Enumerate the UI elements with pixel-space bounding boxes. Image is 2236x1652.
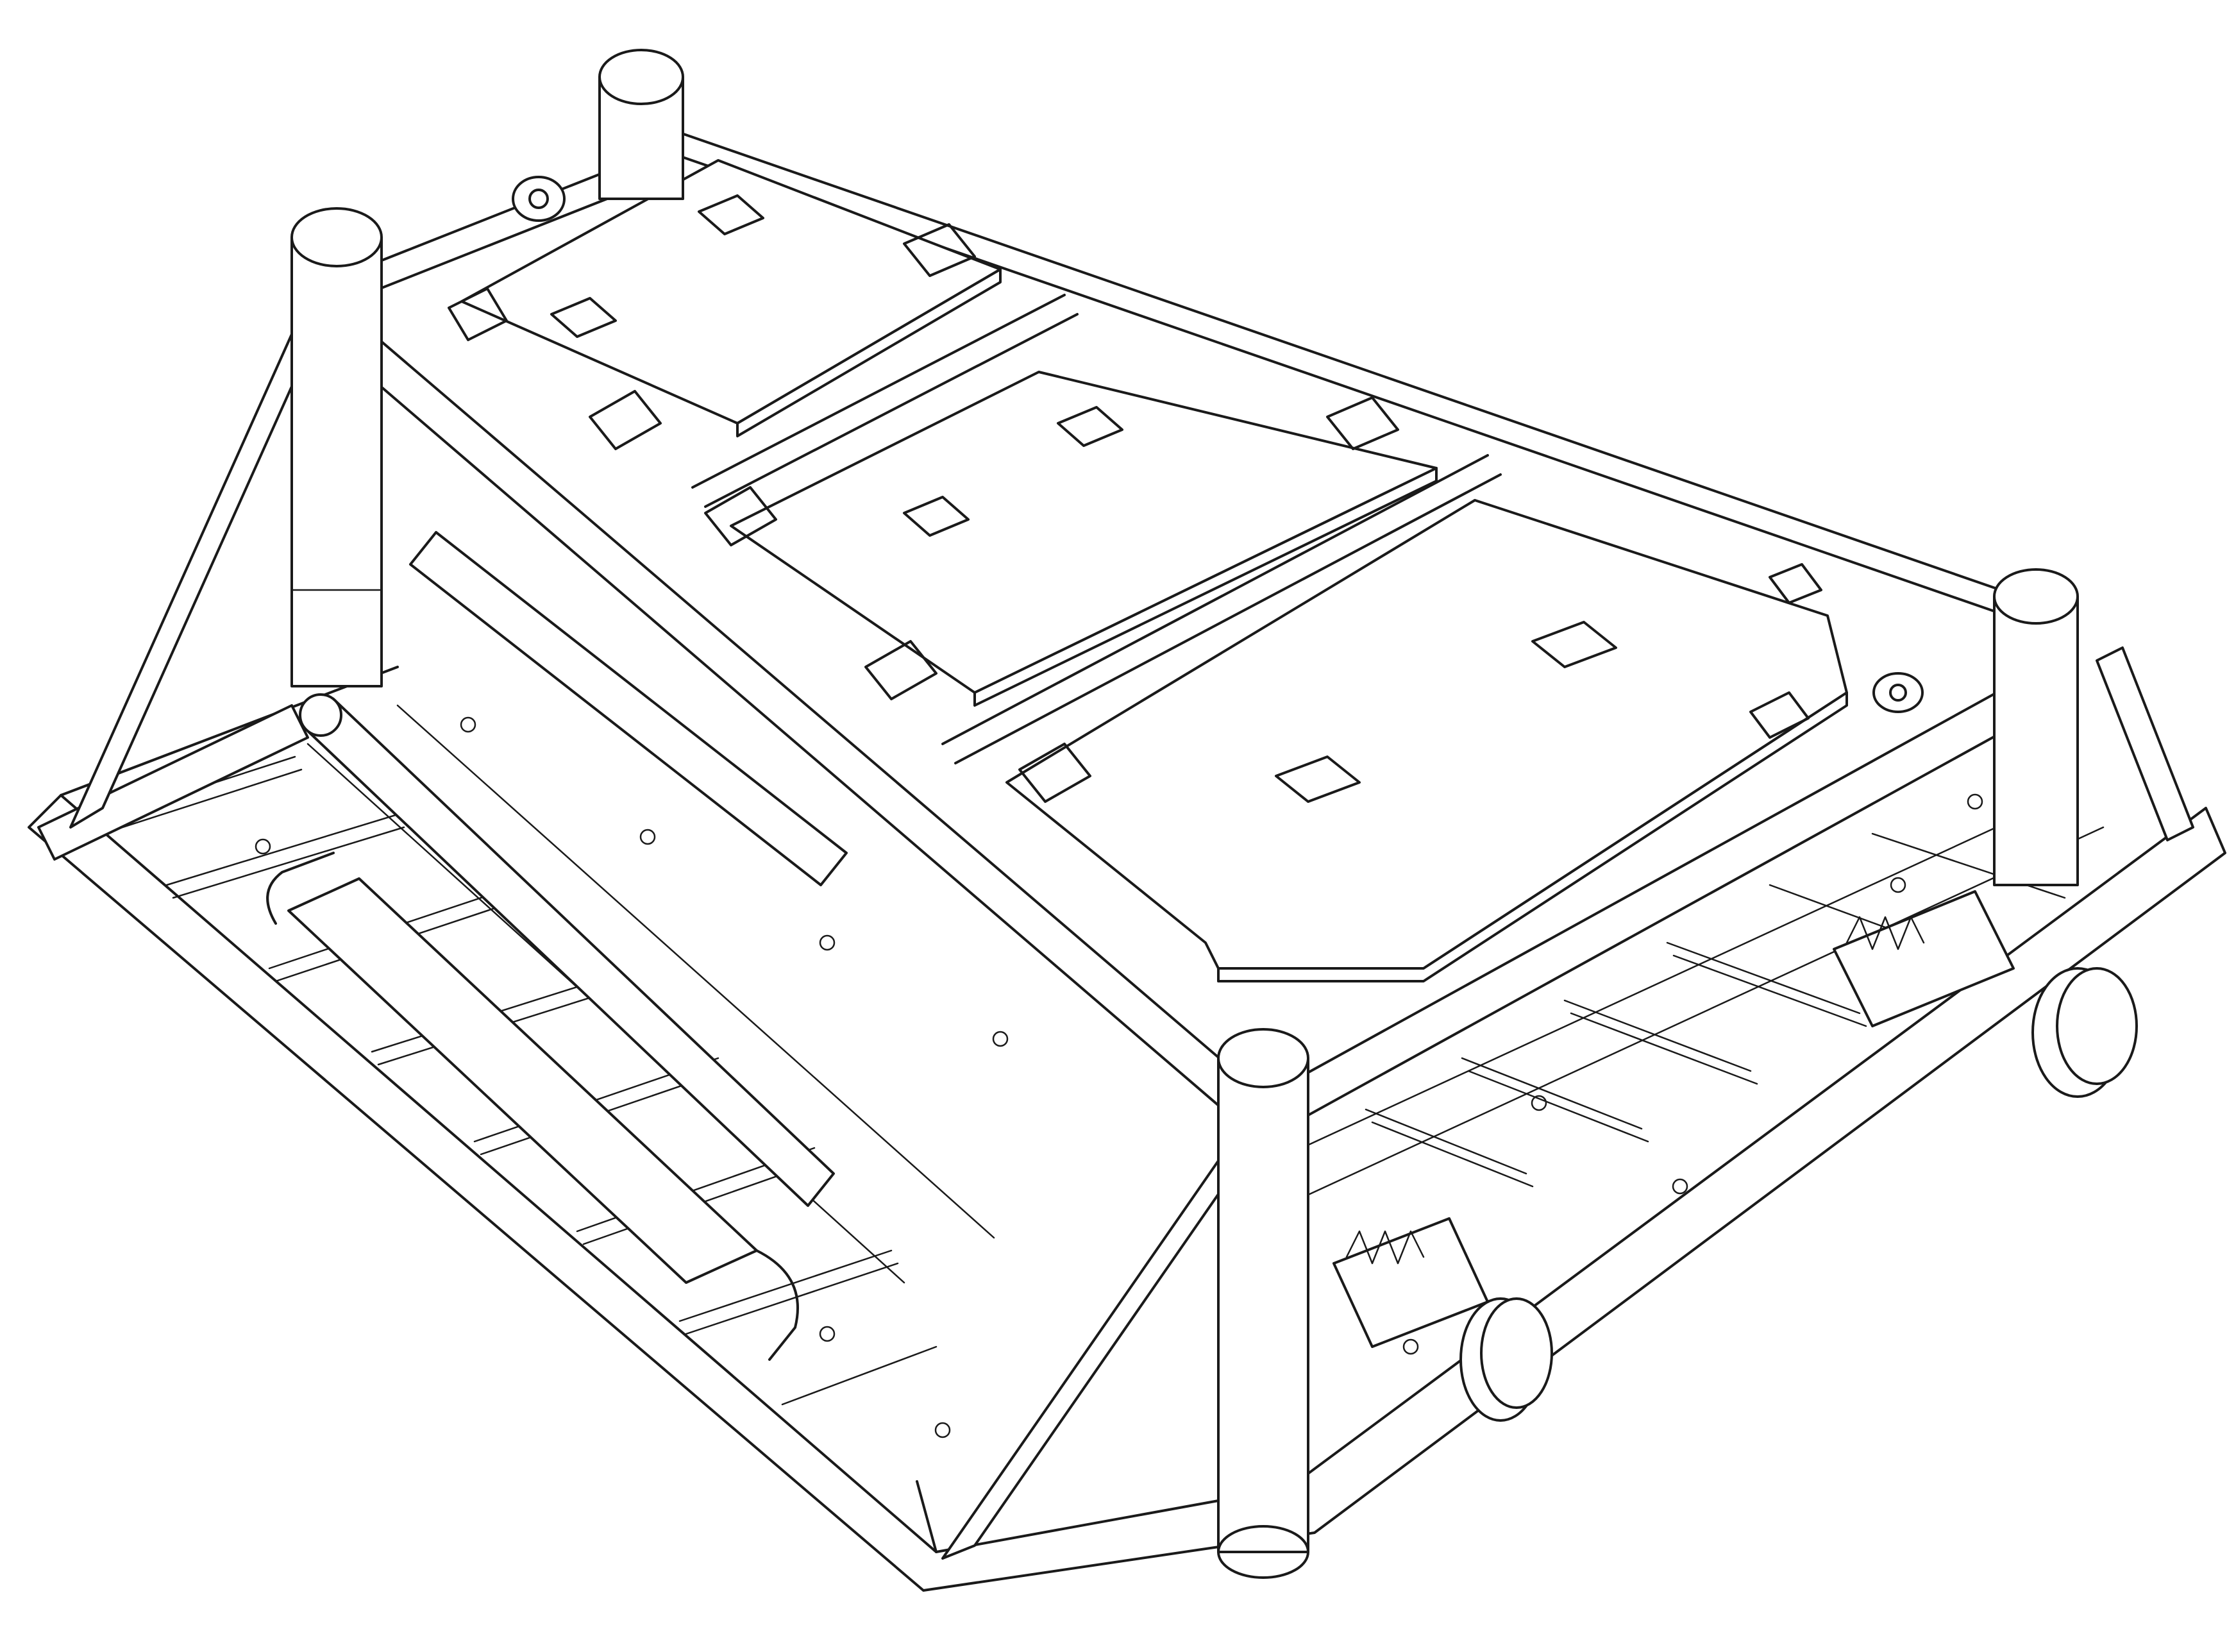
lifting-padeyes: [512, 176, 1924, 713]
left-tubular-members: [266, 531, 848, 1361]
corner-leg-back-left: [598, 49, 684, 200]
cover-panel: [460, 159, 1002, 437]
pull-in-hub-right: [1833, 890, 2138, 1098]
cover-panel: [730, 371, 1438, 707]
cover-panel: [1005, 499, 1848, 982]
corner-leg-right: [1993, 568, 2079, 886]
pull-in-hub-center: [1332, 1217, 1553, 1422]
cover-panels: [448, 159, 1848, 982]
frame-rails: [37, 127, 2050, 1124]
corner-legs: [290, 49, 2079, 1579]
corner-leg-front-left: [290, 207, 383, 687]
diagonal-braces: [69, 307, 2194, 1560]
corner-leg-front-center: [1217, 1028, 1309, 1579]
